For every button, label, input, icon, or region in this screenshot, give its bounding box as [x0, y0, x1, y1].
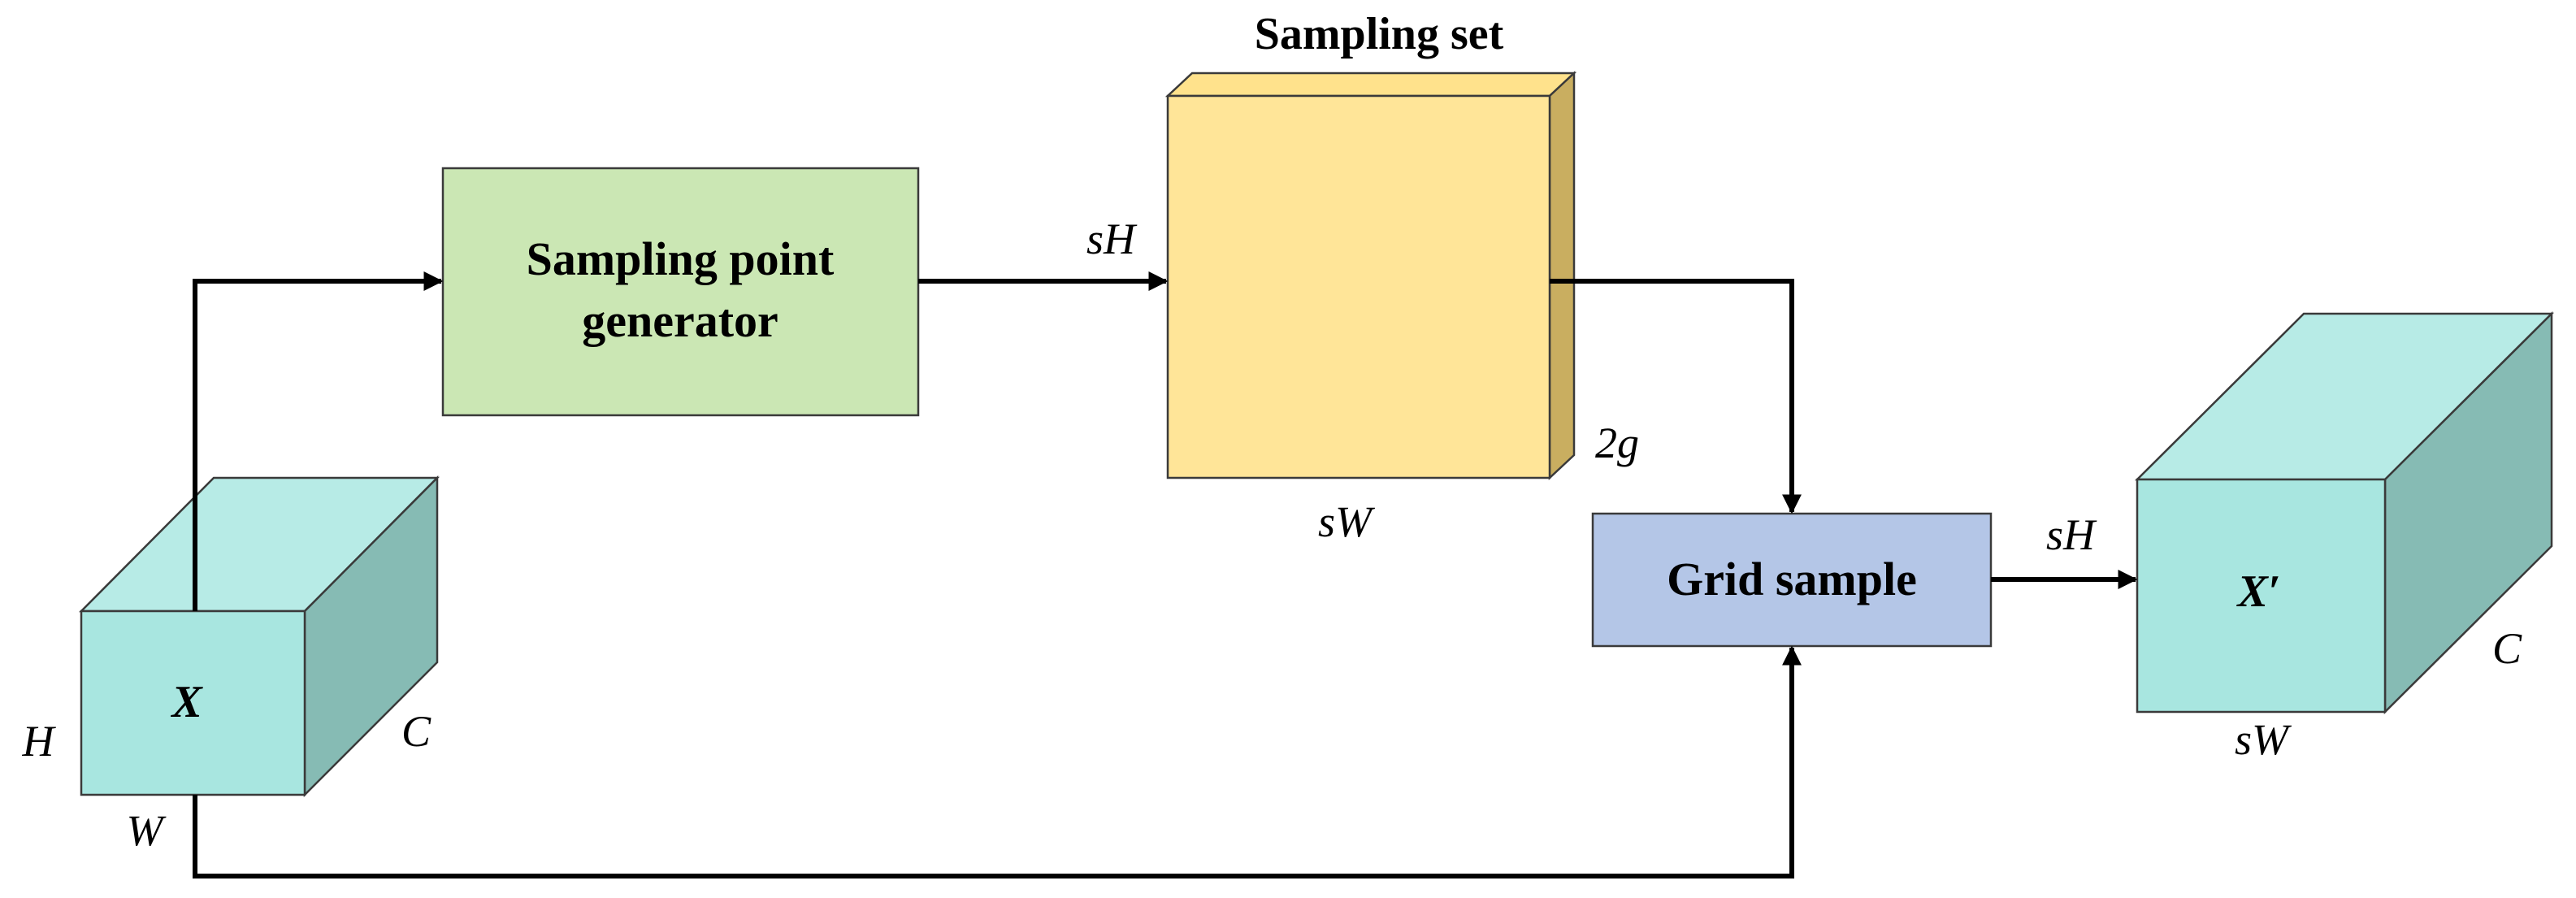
sampling-set-front-face [1166, 94, 1551, 479]
input-height-label: H [22, 717, 57, 766]
grid-sample-label: Grid sample [1667, 553, 1917, 605]
sampling-set-width-label: sW [1318, 497, 1376, 546]
output-tensor-label: X′ [2236, 566, 2280, 617]
sampling-set-height-label: sH [1086, 215, 1138, 263]
input-cube-front-face [80, 610, 306, 796]
sampling-set-side-face [1548, 71, 1576, 480]
input-tensor-label: X [170, 677, 203, 727]
output-cube-front-face [2136, 478, 2387, 714]
output-width-label: sW [2235, 715, 2292, 764]
arrow-sampling-set-to-grid-sample [1550, 279, 1802, 514]
arrow-input-to-generator [193, 271, 444, 611]
sampling-set-top-face [1164, 72, 1577, 98]
input-channel-label: C [401, 707, 432, 756]
generator-label-line2: generator [582, 294, 778, 347]
sampling-set-slab [1164, 71, 1577, 480]
arrow-input-to-grid-sample [193, 645, 1802, 878]
output-height-label: sH [2046, 510, 2097, 559]
sampling-point-generator-box [441, 167, 920, 417]
output-channel-label: C [2492, 624, 2522, 673]
output-tensor-cube [2134, 310, 2555, 715]
input-tensor-cube [78, 475, 440, 798]
input-width-label: W [127, 806, 167, 855]
sampling-set-title: Sampling set [1255, 9, 1504, 59]
sampling-set-depth-label: 2g [1595, 419, 1639, 467]
generator-label-line1: Sampling point [527, 232, 835, 285]
